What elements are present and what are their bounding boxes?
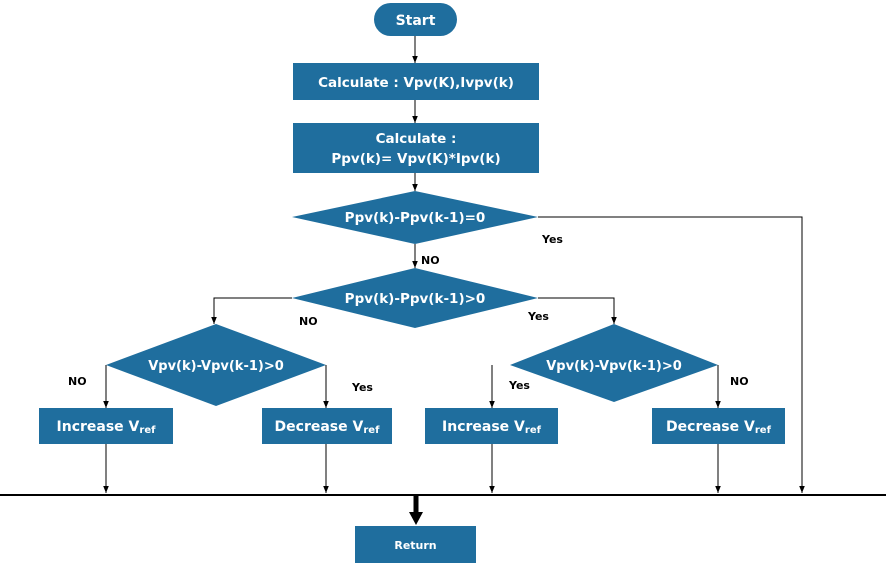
edge-label-right-no: NO [730, 375, 749, 388]
edge-label-dec2-yes: Yes [527, 310, 549, 323]
edge-label-dec1-no: NO [421, 254, 440, 267]
node-decision-2-label: Ppv(k)-Ppv(k-1)>0 [345, 291, 486, 307]
node-decision-left[interactable]: Vpv(k)-Vpv(k-1)>0 [106, 324, 326, 406]
node-increase-left[interactable]: Increase Vref [39, 408, 173, 444]
edge-label-left-no: NO [68, 375, 87, 388]
edge-label-dec1-yes: Yes [541, 233, 563, 246]
edge-dec1-yes [538, 216, 805, 493]
edge-label-left-yes: Yes [351, 381, 373, 394]
node-calc2[interactable]: Calculate : Ppv(k)= Vpv(K)*Ipv(k) [293, 123, 539, 173]
node-decision-1[interactable]: Ppv(k)-Ppv(k-1)=0 [292, 191, 538, 244]
node-calc2-line2: Ppv(k)= Vpv(K)*Ipv(k) [331, 151, 500, 167]
node-decrease-right[interactable]: Decrease Vref [652, 408, 785, 444]
node-decrease-left[interactable]: Decrease Vref [262, 408, 392, 444]
node-return[interactable]: Return [355, 526, 476, 563]
edge-dec2-no [211, 297, 292, 324]
edge-bus-return-head [409, 512, 423, 525]
connectors [103, 36, 805, 493]
edge-label-right-yes: Yes [508, 379, 530, 392]
node-decision-2[interactable]: Ppv(k)-Ppv(k-1)>0 [292, 268, 538, 328]
node-decision-1-label: Ppv(k)-Ppv(k-1)=0 [345, 210, 486, 226]
node-start[interactable]: Start [374, 3, 457, 36]
node-calc1[interactable]: Calculate : Vpv(K),Ivpv(k) [293, 63, 539, 100]
node-calc1-label: Calculate : Vpv(K),Ivpv(k) [318, 75, 514, 91]
node-increase-right[interactable]: Increase Vref [425, 408, 558, 444]
node-decision-left-label: Vpv(k)-Vpv(k-1)>0 [148, 359, 284, 374]
node-decrease-right-label: Decrease Vref [666, 419, 772, 436]
node-increase-left-label: Increase Vref [57, 419, 157, 436]
node-start-label: Start [396, 13, 436, 29]
edge-dec2-yes [538, 297, 617, 324]
edge-label-dec2-no: NO [299, 315, 318, 328]
node-calc2-line1: Calculate : [376, 131, 457, 147]
node-decision-right[interactable]: Vpv(k)-Vpv(k-1)>0 [510, 324, 718, 402]
node-decrease-left-label: Decrease Vref [275, 419, 381, 436]
node-return-label: Return [394, 539, 436, 552]
node-decision-right-label: Vpv(k)-Vpv(k-1)>0 [546, 359, 682, 374]
node-increase-right-label: Increase Vref [442, 419, 542, 436]
